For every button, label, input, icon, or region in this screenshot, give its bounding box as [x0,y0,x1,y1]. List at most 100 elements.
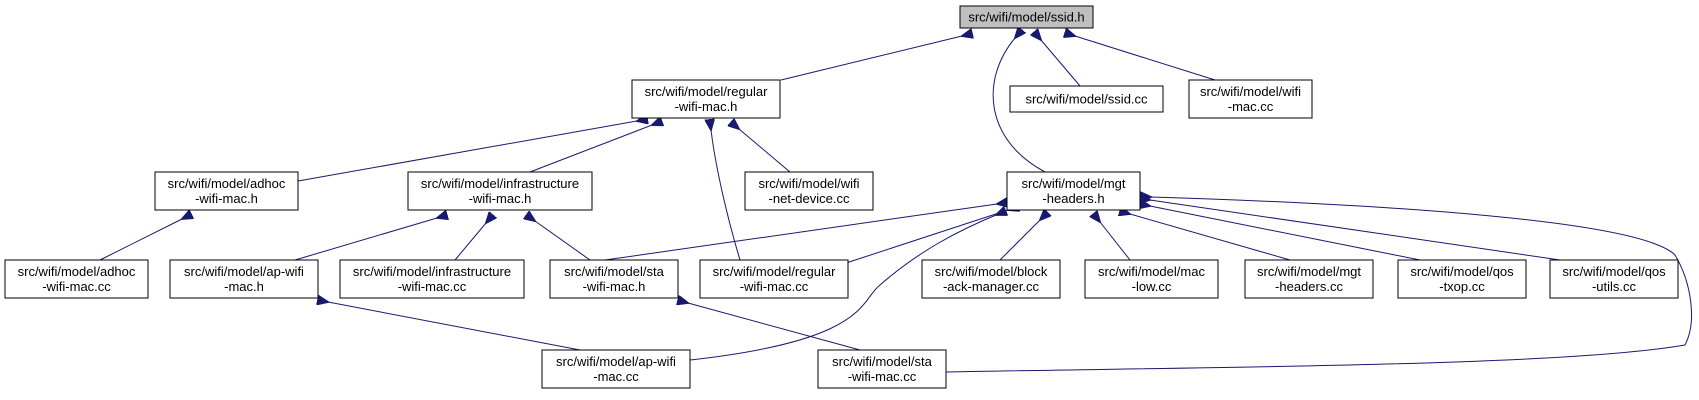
node-label: -mac.cc [593,369,639,384]
node-label: -wifi-mac.h [675,99,738,114]
edge-wifi_net_device_cc-to-regular_wifi_mac_h [739,129,791,173]
node-box [1188,79,1313,119]
edge-regular_wifi_mac_cc-to-mgt_headers_h [839,210,1008,266]
node-ap-wifi-mac-h[interactable]: src/wifi/model/ap-wifi-mac.h [169,259,319,299]
node-block-ack-manager-cc[interactable]: src/wifi/model/block-ack-manager.cc [921,259,1061,299]
node-label: src/wifi/model/wifi [1200,84,1301,99]
node-box [154,171,299,211]
node-infrastructure-wifi-mac-cc[interactable]: src/wifi/model/infrastructure-wifi-mac.c… [339,259,525,299]
node-box [1009,85,1164,113]
node-label: -wifi-mac.cc [398,279,467,294]
node-label: src/wifi/model/ap-wifi [184,264,304,279]
node-box [339,259,525,299]
node-label: src/wifi/model/wifi [758,176,859,191]
node-box [631,79,781,119]
edge-adhoc_wifi_mac_h-to-regular_wifi_mac_h [297,121,637,182]
node-label: src/wifi/model/infrastructure [353,264,511,279]
edge-infrastructure_wifi_mac_h-to-regular_wifi_mac_h [529,125,652,173]
edge-sta_wifi_mac_h-to-mgt_headers_h [604,204,997,261]
edge-qos_utils_cc-to-mgt_headers_h [1150,200,1561,261]
edge-ap_wifi_mac_cc-to-ap_wifi_mac_h [328,302,581,351]
edge-infrastructure_wifi_mac_cc-to-infrastructure_wifi_mac_h [454,223,486,261]
node-label: src/wifi/model/adhoc [168,176,286,191]
node-label: -net-device.cc [769,191,850,206]
edge-regular_wifi_mac_h-to-ssid_h [780,36,962,81]
node-wifi-mac-cc[interactable]: src/wifi/model/wifi-mac.cc [1188,79,1313,119]
node-sta-wifi-mac-h[interactable]: src/wifi/model/sta-wifi-mac.h [549,259,679,299]
edge-wifi_mac_cc-to-ssid_h [1075,36,1216,81]
node-ap-wifi-mac-cc[interactable]: src/wifi/model/ap-wifi-mac.cc [541,349,691,389]
node-box [921,259,1061,299]
node-box [541,349,691,389]
node-label: -headers.cc [1275,279,1343,294]
node-mac-low-cc[interactable]: src/wifi/model/mac-low.cc [1084,259,1219,299]
node-label: src/wifi/model/ssid.cc [1025,92,1148,107]
node-label: src/wifi/model/block [935,264,1048,279]
node-label: src/wifi/model/regular [645,84,768,99]
node-label: src/wifi/model/infrastructure [421,176,579,191]
node-box [1084,259,1219,299]
node-box [744,171,874,211]
node-regular-wifi-mac-cc[interactable]: src/wifi/model/regular-wifi-mac.cc [699,259,849,299]
edge-mac_low_cc-to-mgt_headers_h [1100,222,1131,261]
node-label: src/wifi/model/qos [1562,264,1666,279]
edge-mgt_headers_h-to-ssid_h [992,38,1046,173]
edge-layer [99,36,1692,373]
node-qos-txop-cc[interactable]: src/wifi/model/qos-txop.cc [1397,259,1527,299]
node-label: src/wifi/model/mgt [1021,176,1125,191]
node-label: src/wifi/model/regular [713,264,836,279]
node-label: -wifi-mac.cc [740,279,809,294]
node-box [407,171,593,211]
edge-ap_wifi_mac_cc-to-mgt_headers_h [689,215,996,361]
node-box [817,349,947,389]
edge-sta_wifi_mac_cc-to-sta_wifi_mac_h [688,303,861,351]
node-label: -low.cc [1132,279,1172,294]
node-ssid-cc[interactable]: src/wifi/model/ssid.cc [1009,85,1164,113]
node-regular-wifi-mac-h[interactable]: src/wifi/model/regular-wifi-mac.h [631,79,781,119]
edge-regular_wifi_mac_cc-to-regular_wifi_mac_h [711,130,741,261]
node-label: -wifi-mac.cc [848,369,917,384]
node-box [699,259,849,299]
node-box [1244,259,1374,299]
edge-qos_txop_cc-to-mgt_headers_h [1150,206,1421,261]
node-label: -ack-manager.cc [943,279,1040,294]
node-label: src/wifi/model/sta [564,264,664,279]
node-label: -wifi-mac.h [195,191,258,206]
node-label: src/wifi/model/ssid.h [968,10,1084,25]
node-sta-wifi-mac-cc[interactable]: src/wifi/model/sta-wifi-mac.cc [817,349,947,389]
edge-mgt_headers_cc-to-mgt_headers_h [1130,214,1291,261]
node-infrastructure-wifi-mac-h[interactable]: src/wifi/model/infrastructure-wifi-mac.h [407,171,593,211]
node-label: -txop.cc [1439,279,1485,294]
node-label: src/wifi/model/qos [1410,264,1514,279]
edge-block_ack_manager_cc-to-mgt_headers_h [999,220,1040,261]
node-adhoc-wifi-mac-h[interactable]: src/wifi/model/adhoc-wifi-mac.h [154,171,299,211]
node-mgt-headers-h[interactable]: src/wifi/model/mgt-headers.h [1006,171,1141,211]
node-box [1397,259,1527,299]
node-label: -wifi-mac.h [583,279,646,294]
node-label: src/wifi/model/ap-wifi [556,354,676,369]
node-layer: src/wifi/model/ssid.h src/wifi/model/regu… [4,5,1679,389]
node-adhoc-wifi-mac-cc[interactable]: src/wifi/model/adhoc-wifi-mac.cc [4,259,149,299]
node-box [959,5,1094,29]
node-label: src/wifi/model/sta [832,354,932,369]
edge-sta_wifi_mac_h-to-infrastructure_wifi_mac_h [535,221,591,261]
node-box [1006,171,1141,211]
node-box [549,259,679,299]
edge-ssid_cc-to-ssid_h [1041,40,1081,87]
node-box [1549,259,1679,299]
node-wifi-net-device-cc[interactable]: src/wifi/model/wifi-net-device.cc [744,171,874,211]
node-label: -mac.cc [1228,99,1274,114]
edge-adhoc_wifi_mac_cc-to-adhoc_wifi_mac_h [99,219,182,261]
edge-ap_wifi_mac_h-to-infrastructure_wifi_mac_h [294,218,437,261]
node-ssid-h: src/wifi/model/ssid.h [959,5,1094,29]
node-label: -wifi-mac.cc [42,279,111,294]
node-label: src/wifi/model/mac [1098,264,1205,279]
node-label: src/wifi/model/mgt [1257,264,1361,279]
node-label: src/wifi/model/adhoc [18,264,136,279]
node-mgt-headers-cc[interactable]: src/wifi/model/mgt-headers.cc [1244,259,1374,299]
node-label: -utils.cc [1592,279,1637,294]
node-box [169,259,319,299]
edge-sta_wifi_mac_cc-to-mgt_headers_h [945,197,1692,373]
node-qos-utils-cc[interactable]: src/wifi/model/qos-utils.cc [1549,259,1679,299]
